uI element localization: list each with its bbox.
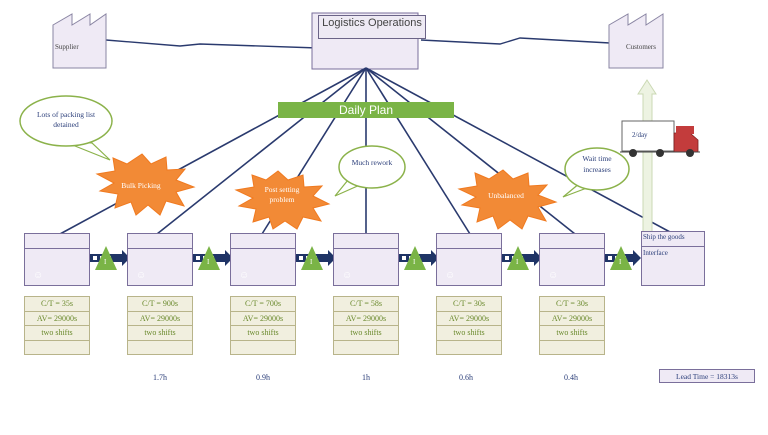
- shifts: two shifts: [540, 326, 604, 341]
- supplier-line: [105, 39, 319, 49]
- available-time: AV= 29000s: [334, 312, 398, 326]
- callout-much-rework-text: Much rework: [351, 158, 393, 167]
- logistics-title: Logistics Operations: [318, 15, 426, 39]
- callout-much-rework: [334, 145, 406, 197]
- empty-row: [540, 341, 604, 356]
- line-p7: [365, 67, 671, 233]
- available-time: AV= 29000s: [128, 312, 192, 326]
- wait-time-3: 0.9h: [256, 373, 270, 382]
- burst-post-setting: [234, 170, 331, 230]
- wait-time-4: 1h: [362, 373, 370, 382]
- inventory-triangle-1: [95, 246, 117, 270]
- line-p1: [59, 67, 367, 235]
- callout-wait-time: [562, 147, 630, 198]
- inventory-label-5: I: [516, 258, 519, 266]
- inventory-triangle-2: [198, 246, 220, 270]
- process-box-3: ☺: [230, 233, 296, 286]
- process-box-1: ☺: [24, 233, 90, 286]
- empty-row: [437, 341, 501, 356]
- shifts: two shifts: [437, 326, 501, 341]
- cycle-time: C/T = 30s: [437, 297, 501, 312]
- available-time: AV= 29000s: [437, 312, 501, 326]
- empty-row: [334, 341, 398, 356]
- inventory-label-2: I: [207, 258, 210, 266]
- available-time: AV= 29000s: [231, 312, 295, 326]
- data-box-5: C/T = 30s AV= 29000s two shifts: [436, 296, 502, 355]
- burst-bulk-picking: [95, 153, 196, 216]
- process-box-4: ☺: [333, 233, 399, 286]
- operator-icon: ☺: [342, 270, 353, 281]
- cycle-time: C/T = 700s: [231, 297, 295, 312]
- customer-line: [420, 37, 611, 45]
- empty-row: [128, 341, 192, 356]
- shifts: two shifts: [334, 326, 398, 341]
- inventory-label-4: I: [413, 258, 416, 266]
- shifts: two shifts: [25, 326, 89, 341]
- inventory-label-3: I: [310, 258, 313, 266]
- wait-time-6: 0.4h: [564, 373, 578, 382]
- cycle-time: C/T = 58s: [334, 297, 398, 312]
- wait-time-5: 0.6h: [459, 373, 473, 382]
- burst-unbalanced-text: Unbalanced: [488, 191, 524, 200]
- available-time: AV= 29000s: [25, 312, 89, 326]
- process-box-6: ☺: [539, 233, 605, 286]
- callout-packing-list: [19, 95, 113, 161]
- burst-post-setting-text: Post setting problem: [264, 185, 300, 204]
- info-lines: [105, 37, 611, 49]
- shipment-arrow: [637, 79, 657, 233]
- supplier-label: Supplier: [55, 43, 79, 51]
- wait-time-2: 1.7h: [153, 373, 167, 382]
- data-box-4: C/T = 58s AV= 29000s two shifts: [333, 296, 399, 355]
- operator-icon: ☺: [445, 270, 456, 281]
- data-box-3: C/T = 700s AV= 29000s two shifts: [230, 296, 296, 355]
- shifts: two shifts: [231, 326, 295, 341]
- interface-label: Interface: [643, 249, 668, 257]
- cycle-time: C/T = 30s: [540, 297, 604, 312]
- line-p5: [365, 67, 471, 235]
- line-p6: [365, 67, 576, 235]
- lead-time-box: Lead Time = 18313s: [659, 369, 755, 383]
- empty-row: [25, 341, 89, 356]
- ship-goods-label: Ship the goods: [643, 233, 685, 241]
- cycle-time: C/T = 900s: [128, 297, 192, 312]
- delivery-frequency: 2/day: [632, 131, 648, 139]
- inventory-triangle-3: [301, 246, 323, 270]
- available-time: AV= 29000s: [540, 312, 604, 326]
- cycle-time: C/T = 35s: [25, 297, 89, 312]
- daily-plan-bar: Daily Plan: [278, 102, 454, 118]
- process-box-ship: Ship the goods Interface: [641, 231, 705, 286]
- callout-packing-list-text: Lots of packing list detained: [36, 110, 96, 129]
- burst-unbalanced: [457, 169, 558, 230]
- inventory-label-1: I: [104, 258, 107, 266]
- inventory-triangle-4: [404, 246, 426, 270]
- process-box-2: ☺: [127, 233, 193, 286]
- callout-wait-time-text: Wait time increases: [582, 154, 612, 174]
- data-box-2: C/T = 900s AV= 29000s two shifts: [127, 296, 193, 355]
- truck-icon: [620, 120, 700, 157]
- inventory-triangle-5: [507, 246, 529, 270]
- operator-icon: ☺: [239, 270, 250, 281]
- inventory-label-6: I: [619, 258, 622, 266]
- customers-factory-icon: [608, 13, 664, 69]
- burst-bulk-picking-text: Bulk Picking: [121, 181, 161, 190]
- data-box-1: C/T = 35s AV= 29000s two shifts: [24, 296, 90, 355]
- operator-icon: ☺: [33, 270, 44, 281]
- shifts: two shifts: [128, 326, 192, 341]
- process-box-5: ☺: [436, 233, 502, 286]
- empty-row: [231, 341, 295, 356]
- operator-icon: ☺: [136, 270, 147, 281]
- data-box-6: C/T = 30s AV= 29000s two shifts: [539, 296, 605, 355]
- customers-label: Customers: [626, 43, 656, 51]
- supplier-factory-icon: [52, 13, 107, 69]
- flow-arrows: [90, 246, 641, 270]
- operator-icon: ☺: [548, 270, 559, 281]
- line-p2: [156, 67, 367, 235]
- inventory-triangle-6: [610, 246, 632, 270]
